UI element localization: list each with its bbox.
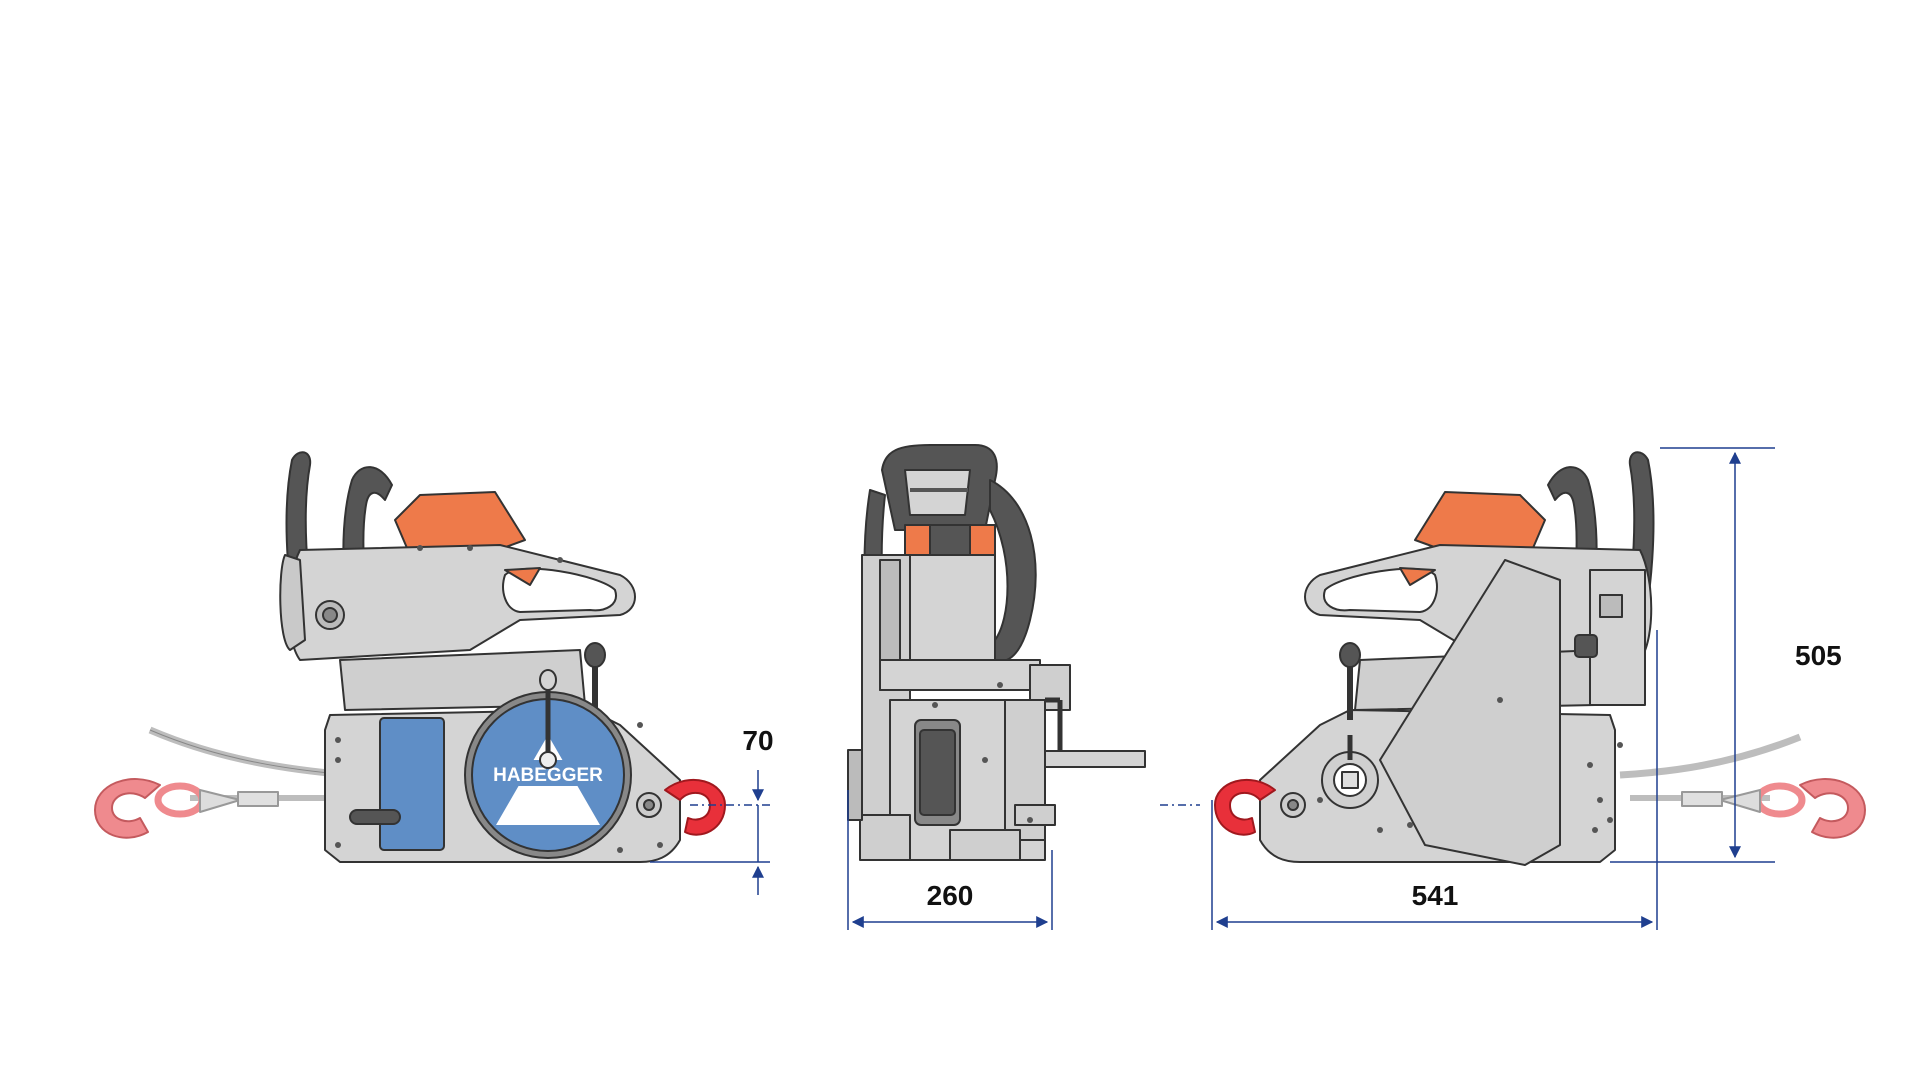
hook-red-right	[1214, 779, 1276, 836]
dim-width	[847, 790, 1053, 930]
lever-knob-right	[1339, 642, 1361, 668]
crank-handle-front	[1044, 750, 1146, 768]
front-view	[847, 444, 1146, 861]
side-handle-front	[989, 479, 1037, 663]
hook-faded-left	[94, 778, 279, 839]
dim-label-width: 260	[927, 880, 974, 911]
wire-rope-left	[148, 726, 351, 779]
hook-red-left	[664, 779, 726, 836]
angled-cover-plate	[1379, 559, 1561, 866]
dim-label-length: 541	[1412, 880, 1459, 911]
dim-height	[1610, 447, 1775, 863]
left-side-view: HABEGGER	[94, 451, 726, 863]
lever-knob-left	[584, 642, 606, 668]
dim-label-height: 505	[1795, 640, 1842, 671]
dim-length	[1160, 630, 1658, 930]
right-side-view	[1214, 451, 1866, 866]
dim-label-hook-offset: 70	[742, 725, 773, 756]
side-cover-left	[379, 717, 445, 851]
brand-logo-text: HABEGGER	[493, 765, 603, 786]
engine-block-front	[909, 554, 996, 661]
wire-rope-right	[1619, 733, 1802, 779]
hook-faded-right	[1681, 778, 1866, 839]
dim-hook-offset	[650, 770, 770, 895]
